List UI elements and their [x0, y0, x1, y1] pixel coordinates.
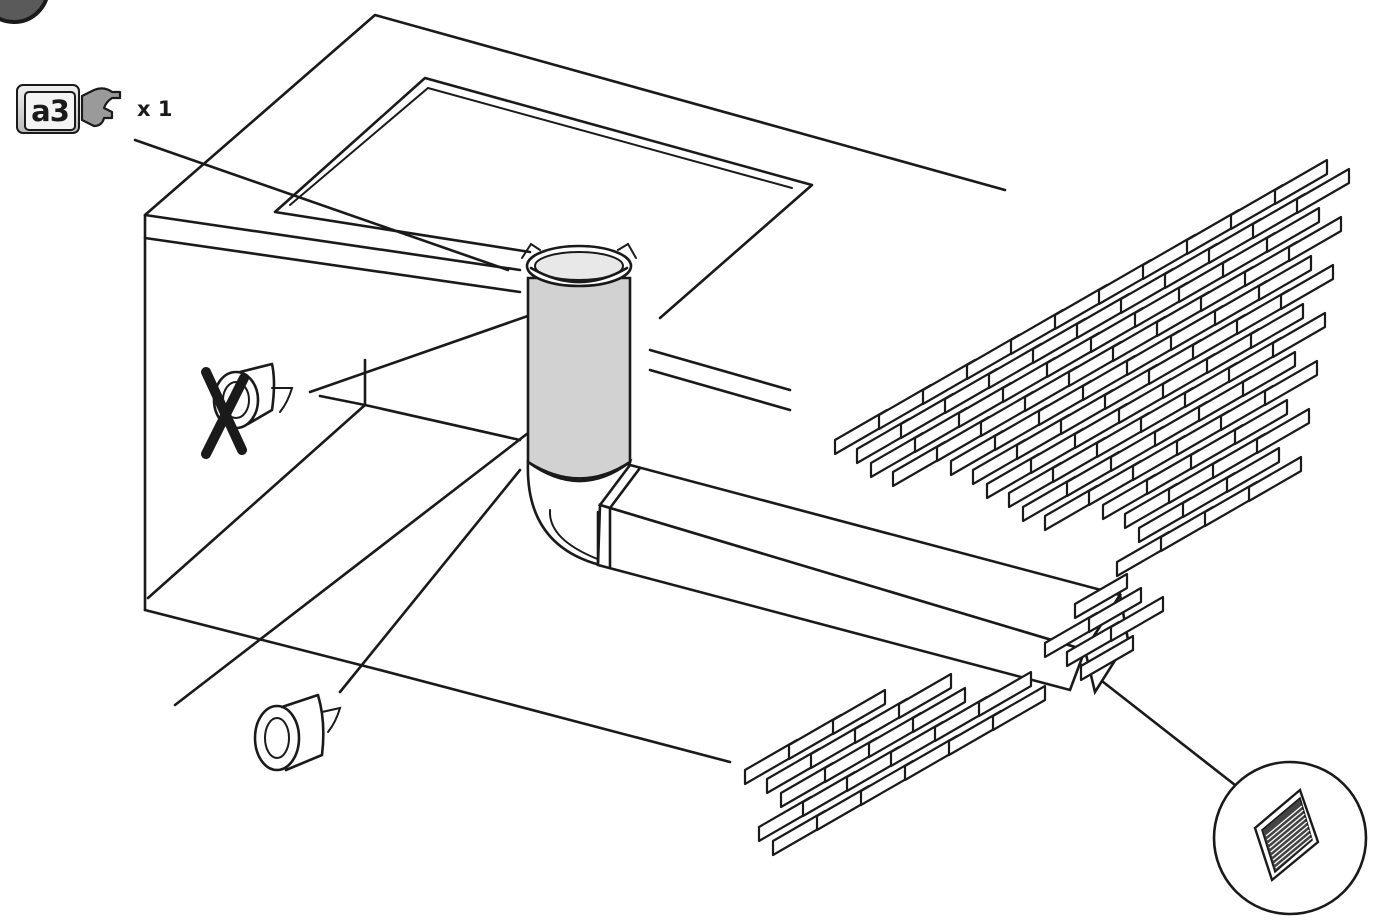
ceiling-box — [143, 13, 1007, 672]
brick — [1109, 595, 1165, 643]
brick — [1287, 215, 1343, 263]
brick — [897, 672, 953, 720]
brick — [1247, 455, 1303, 503]
brick — [1233, 398, 1289, 446]
wall-grille-icon — [1212, 760, 1368, 916]
brick — [1255, 407, 1311, 455]
brick — [911, 686, 967, 734]
grille-slat — [1270, 821, 1308, 853]
round-pipe — [521, 242, 637, 480]
brick — [1073, 572, 1129, 620]
part-quantity: x 1 — [137, 97, 173, 121]
grille-slat — [1273, 833, 1311, 865]
grille-slat — [1275, 837, 1313, 869]
brick — [1295, 167, 1351, 215]
tape-forbidden-icon — [201, 362, 294, 459]
part-label: a3 — [16, 84, 80, 134]
step-number-badge — [0, 0, 48, 24]
grille-slat — [1269, 817, 1307, 849]
tape-roll-icon — [253, 693, 342, 772]
brick — [1265, 206, 1321, 254]
brick — [1257, 254, 1313, 302]
brick — [1263, 359, 1319, 407]
brick — [1271, 311, 1327, 359]
grille-slat — [1265, 805, 1303, 837]
brick — [1273, 158, 1329, 206]
brick-wall-lower — [743, 572, 1165, 857]
grille-slat — [1266, 809, 1304, 841]
brick — [1079, 634, 1135, 682]
brick — [991, 684, 1047, 732]
wrench-icon — [80, 87, 122, 128]
grille-slat — [1272, 829, 1310, 861]
brick — [1279, 263, 1335, 311]
brick — [1225, 446, 1281, 494]
brick-wall-upper — [833, 158, 1351, 578]
rectangular-duct — [526, 458, 1130, 696]
grille-slat — [1271, 825, 1309, 857]
part-code: a3 — [24, 91, 76, 131]
brick — [1241, 350, 1297, 398]
brick — [1249, 302, 1305, 350]
grille-slat — [1267, 813, 1305, 845]
brick — [831, 688, 887, 736]
leader-lines — [133, 138, 1237, 787]
brick — [1087, 586, 1143, 634]
brick — [977, 670, 1033, 718]
